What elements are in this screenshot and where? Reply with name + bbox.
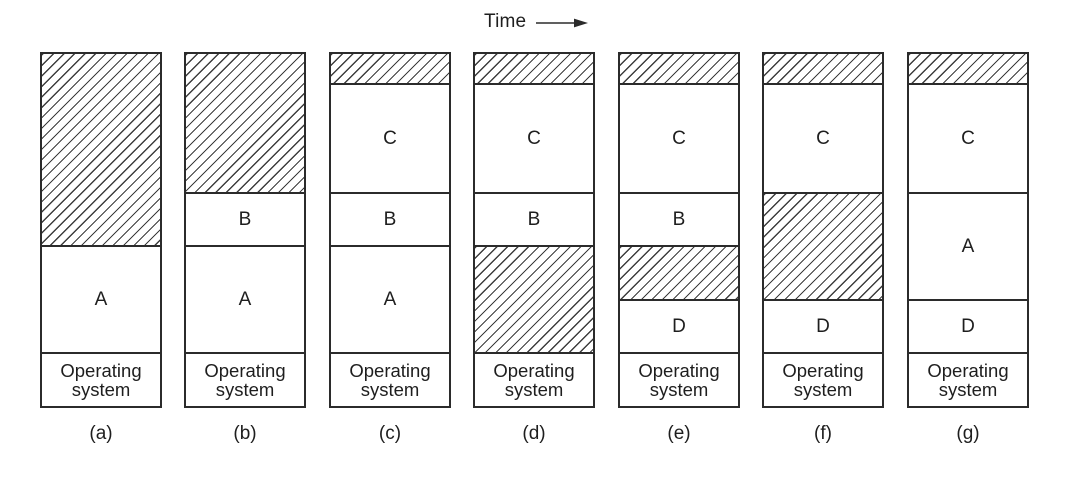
os-label: Operating system <box>927 359 1009 400</box>
free-region-hatched <box>331 54 449 83</box>
process-C-block: C <box>331 83 449 192</box>
os-label: Operating system <box>60 359 142 400</box>
process-label: B <box>672 208 686 230</box>
memory-box: C B D Operating system <box>618 52 740 408</box>
process-B-block: B <box>331 192 449 245</box>
memory-box: B A Operating system <box>184 52 306 408</box>
memory-column-b: B A Operating system (b) <box>184 52 306 445</box>
os-block: Operating system <box>475 352 593 406</box>
process-D-block: D <box>909 299 1027 352</box>
process-label: D <box>672 315 686 337</box>
process-label: C <box>383 127 397 149</box>
process-A-block: A <box>42 245 160 352</box>
free-region-hatched <box>42 54 160 245</box>
time-header: Time <box>484 11 589 33</box>
process-label: B <box>383 208 397 230</box>
os-label: Operating system <box>349 359 431 400</box>
memory-box: C B A Operating system <box>329 52 451 408</box>
process-C-block: C <box>475 83 593 192</box>
memory-box: C B Operating system <box>473 52 595 408</box>
column-caption: (f) <box>814 423 832 444</box>
process-label: C <box>672 127 686 149</box>
process-label: D <box>961 315 975 337</box>
free-region-hatched <box>764 192 882 299</box>
memory-column-c: C B A Operating system (c) <box>329 52 451 445</box>
os-label: Operating system <box>638 359 720 400</box>
time-label: Time <box>484 11 527 32</box>
column-caption: (c) <box>378 423 402 444</box>
memory-column-a: A Operating system (a) <box>40 52 162 445</box>
process-label: A <box>94 288 108 310</box>
process-C-block: C <box>764 83 882 192</box>
memory-column-g: C A D Operating system (g) <box>907 52 1029 445</box>
free-region-hatched <box>909 54 1027 83</box>
memory-column-f: C D Operating system (f) <box>762 52 884 445</box>
column-caption: (b) <box>233 423 257 444</box>
process-B-block: B <box>186 192 304 245</box>
process-label: B <box>238 208 252 230</box>
process-C-block: C <box>620 83 738 192</box>
free-region-hatched <box>475 245 593 352</box>
memory-column-d: C B Operating system (d) <box>473 52 595 445</box>
os-label: Operating system <box>782 359 864 400</box>
column-caption: (d) <box>522 423 546 444</box>
os-block: Operating system <box>42 352 160 406</box>
time-arrow-icon <box>536 18 589 28</box>
process-D-block: D <box>620 299 738 352</box>
process-A-block: A <box>909 192 1027 299</box>
os-block: Operating system <box>620 352 738 406</box>
process-label: D <box>816 315 830 337</box>
free-region-hatched <box>186 54 304 192</box>
process-A-block: A <box>186 245 304 352</box>
process-B-block: B <box>475 192 593 245</box>
free-region-hatched <box>475 54 593 83</box>
process-label: C <box>961 127 975 149</box>
os-label: Operating system <box>204 359 286 400</box>
memory-column-e: C B D Operating system (e) <box>618 52 740 445</box>
column-caption: (a) <box>89 423 113 444</box>
os-block: Operating system <box>331 352 449 406</box>
os-label: Operating system <box>493 359 575 400</box>
process-B-block: B <box>620 192 738 245</box>
process-D-block: D <box>764 299 882 352</box>
column-caption: (g) <box>956 423 980 444</box>
memory-box: C D Operating system <box>762 52 884 408</box>
process-label: A <box>961 235 975 257</box>
process-C-block: C <box>909 83 1027 192</box>
process-label: A <box>383 288 397 310</box>
process-label: C <box>527 127 541 149</box>
process-label: A <box>238 288 252 310</box>
process-label: C <box>816 127 830 149</box>
free-region-hatched <box>620 245 738 299</box>
process-label: B <box>527 208 541 230</box>
os-block: Operating system <box>764 352 882 406</box>
process-A-block: A <box>331 245 449 352</box>
os-block: Operating system <box>909 352 1027 406</box>
column-caption: (e) <box>667 423 691 444</box>
memory-box: A Operating system <box>40 52 162 408</box>
os-block: Operating system <box>186 352 304 406</box>
free-region-hatched <box>764 54 882 83</box>
free-region-hatched <box>620 54 738 83</box>
memory-box: C A D Operating system <box>907 52 1029 408</box>
